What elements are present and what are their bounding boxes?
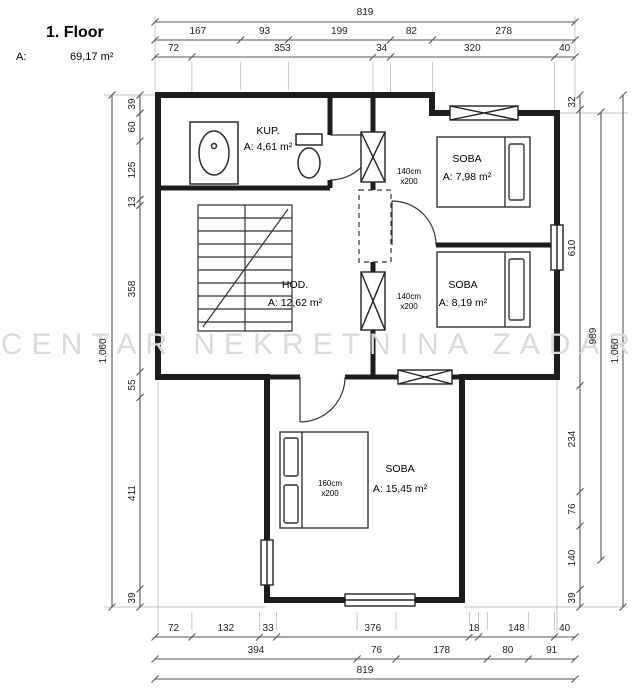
window-shaft-lower [360,271,386,331]
dim-label: 278 [494,26,514,37]
dim-label: 72 [166,43,181,54]
dim-label: 39 [567,592,578,604]
dim-label: 234 [567,430,578,447]
dim-label: 40 [558,43,572,54]
dim-label: 40 [558,623,572,634]
walls [155,92,560,603]
window-right-wall [550,224,564,271]
dim-label: 33 [261,623,275,634]
dim-label: 91 [545,645,559,656]
bed-soba1 [436,136,531,208]
dim-line-left-inner [136,91,144,611]
room-area-soba1: A: 7,98 m² [442,171,492,183]
dim-label: 358 [127,280,138,297]
dim-label: 76 [567,503,578,515]
dim-label: 125 [127,161,138,179]
dim-label: 13 [127,196,138,208]
dim-label: 39 [127,98,138,110]
window-shaft-upper [360,131,386,183]
opening-sub: x200 [400,177,418,186]
dim-line-right-mid [597,108,605,564]
dim-line-right-inner [576,91,584,611]
dim-label: 55 [127,379,138,391]
dim-label: 82 [404,26,418,37]
dim-label: 610 [567,239,578,256]
window-left-lower-wall [260,539,274,586]
total-area-label: A: [16,51,27,63]
dim-line-top-row3 [151,53,579,61]
door-bedroom-right [391,200,437,246]
interior-walls [158,95,557,380]
window-top-right [449,105,519,121]
opening-label: 140cm [396,167,422,176]
window-bottom-wall [344,593,416,607]
room-name-hod: HOD. [281,279,309,291]
dim-label: 76 [369,645,384,656]
dim-bottom-total: 819 [355,665,375,676]
total-area-value: 69,17 m² [70,51,114,63]
dim-right-mid: 989 [588,327,599,345]
dim-right-outer: 1.060 [610,338,621,364]
opening-sub: x200 [321,489,339,498]
windows [260,105,564,607]
toilet-icon [295,133,323,179]
sink-icon [189,121,239,185]
dim-label: 93 [257,26,272,37]
dim-label: 60 [127,121,138,133]
bed-soba2 [436,251,531,328]
dim-line-left-outer [108,91,116,611]
room-name-kup: KUP. [256,125,280,137]
dim-label: 178 [432,645,452,656]
dim-line-bottom-row2 [151,655,579,663]
opening-label: 140cm [396,292,422,301]
stair-void-dashed [358,189,392,263]
dim-label: 18 [467,623,481,634]
dim-line-bottom-row1 [151,633,579,641]
dim-label: 148 [507,623,526,634]
dim-label: 140 [567,549,578,567]
dim-label: 32 [567,96,578,108]
opening-sub: x200 [400,302,418,311]
room-area-soba3: A: 15,45 m² [372,483,428,495]
watermark: CENTAR NEKRETNINA ZADAR [0,328,640,361]
dim-label: 39 [127,592,138,604]
dim-label: 72 [166,623,181,634]
bed-soba3 [279,431,369,529]
room-area-soba2: A: 8,19 m² [438,297,488,309]
dim-line-right-outer [619,91,627,611]
dim-line-top-total [151,18,579,26]
room-name-soba3: SOBA [385,463,415,475]
dim-line-bottom-total [151,675,579,683]
beds [279,136,531,529]
dim-label: 376 [363,623,383,634]
room-name-soba2: SOBA [448,279,478,291]
dim-label: 353 [273,43,292,54]
dim-label: 411 [127,485,138,502]
dim-label: 320 [463,43,482,54]
opening-label: 160cm [317,479,343,488]
dim-line-top-row2 [151,36,579,44]
stairs [197,204,293,332]
dim-label: 80 [501,645,515,656]
dim-top-total: 819 [355,7,375,18]
window-lower-room-top [397,369,453,385]
dimension-lines [108,18,627,683]
room-name-soba1: SOBA [452,153,482,165]
room-area-kup: A: 4,61 m² [243,141,293,153]
door-bedroom-bottom [299,376,346,423]
dim-label: 34 [375,43,389,54]
bathroom-fixtures [189,121,323,185]
page-title: 1. Floor [46,24,104,41]
extension-lines [104,16,628,632]
room-area-hod: A: 12,62 m² [267,297,323,309]
dim-label: 167 [188,26,208,37]
dim-label: 394 [246,645,266,656]
dim-label: 132 [216,623,236,634]
dim-left-outer: 1.060 [98,338,109,364]
dim-label: 199 [330,26,349,37]
